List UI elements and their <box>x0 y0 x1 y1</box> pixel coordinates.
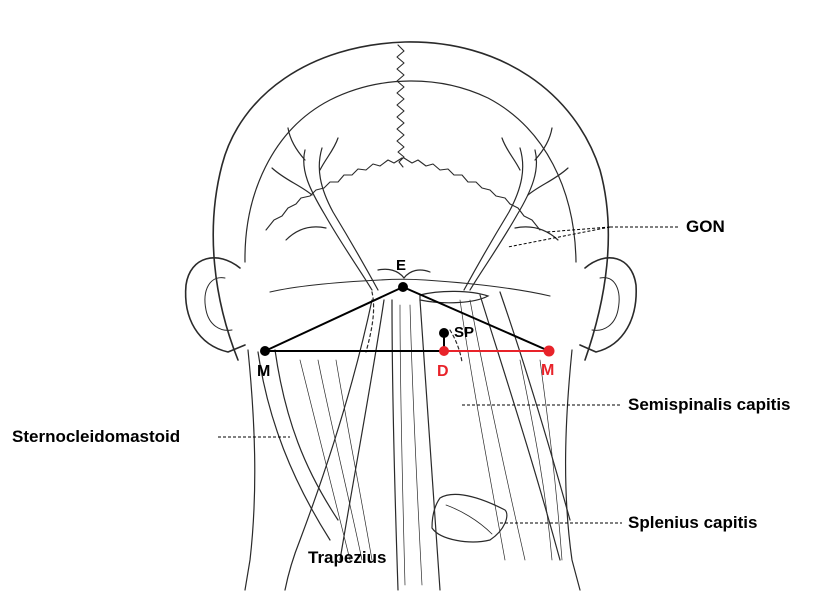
trapezius-muscle <box>285 300 384 590</box>
gon-left-branch-d <box>286 227 326 240</box>
label-semispinalis: Semispinalis capitis <box>628 395 791 414</box>
neck-fiber-left-1 <box>300 360 350 560</box>
obliquus-muscle <box>420 291 488 302</box>
left-ear-inner <box>205 278 232 331</box>
semispinalis-fiber-2 <box>410 305 422 585</box>
splenius-fiber-2 <box>470 300 525 560</box>
gon-right-trunk-2 <box>464 148 523 290</box>
skull-outline <box>213 42 608 360</box>
leader-gon-3 <box>508 227 610 247</box>
neck-fiber-right-1 <box>520 360 552 560</box>
label-d: D <box>437 363 449 380</box>
point-m-right <box>544 346 555 357</box>
landmark-points <box>260 282 555 357</box>
lambdoid-suture-left <box>266 158 402 230</box>
semispinalis-left <box>392 300 398 590</box>
gon-left-trunk-2 <box>319 148 378 290</box>
line-e-to-m-right <box>403 287 549 351</box>
gon-left-branch-c <box>320 138 338 170</box>
semispinalis-fiber-1 <box>400 305 405 585</box>
point-e <box>398 282 408 292</box>
label-gon: GON <box>686 217 725 236</box>
neck-muscles <box>245 269 580 590</box>
leader-lines <box>218 227 680 523</box>
leader-gon-2 <box>547 227 610 232</box>
label-m-left: M <box>257 363 270 380</box>
gon-left-branch-b <box>288 128 305 160</box>
label-sp: SP <box>454 324 474 341</box>
gon-right-branch-d <box>515 227 558 240</box>
right-ear <box>580 258 636 352</box>
label-e: E <box>396 257 406 274</box>
neck-outline-right <box>566 350 580 590</box>
measurement-lines <box>265 287 549 351</box>
gon-right-trunk <box>470 150 536 290</box>
label-splenius: Splenius capitis <box>628 513 757 532</box>
head-illustration <box>186 42 637 360</box>
line-e-to-m-left <box>265 287 403 351</box>
neck-fiber-right-2 <box>540 360 562 560</box>
splenius-muscle-right <box>500 292 570 520</box>
gon-left-branch-a <box>272 168 312 195</box>
sagittal-suture <box>397 45 404 167</box>
gon-right-branch-c <box>502 138 520 170</box>
splenius-capitis-cut <box>432 494 507 542</box>
neck-fiber-left-2 <box>318 360 362 560</box>
greater-occipital-nerves <box>272 128 568 290</box>
neck-outline-left <box>245 350 255 590</box>
neck-fiber-left-3 <box>336 360 372 560</box>
point-m-left <box>260 346 270 356</box>
gon-right-branch-a <box>528 168 568 195</box>
label-trapezius: Trapezius <box>308 548 386 567</box>
semispinalis-right <box>420 300 440 590</box>
label-sternocleidomastoid: Sternocleidomastoid <box>12 427 180 446</box>
inner-skull-line <box>245 81 576 262</box>
text-labels: GON E SP M D M Semispinalis capitis Ster… <box>12 217 791 567</box>
occipital-ridge <box>270 279 550 296</box>
point-d <box>439 346 449 356</box>
point-sp <box>439 328 449 338</box>
gon-right-branch-b <box>535 128 552 160</box>
label-m-right: M <box>541 362 554 379</box>
splenius-capitis-cut-fiber <box>446 505 492 534</box>
